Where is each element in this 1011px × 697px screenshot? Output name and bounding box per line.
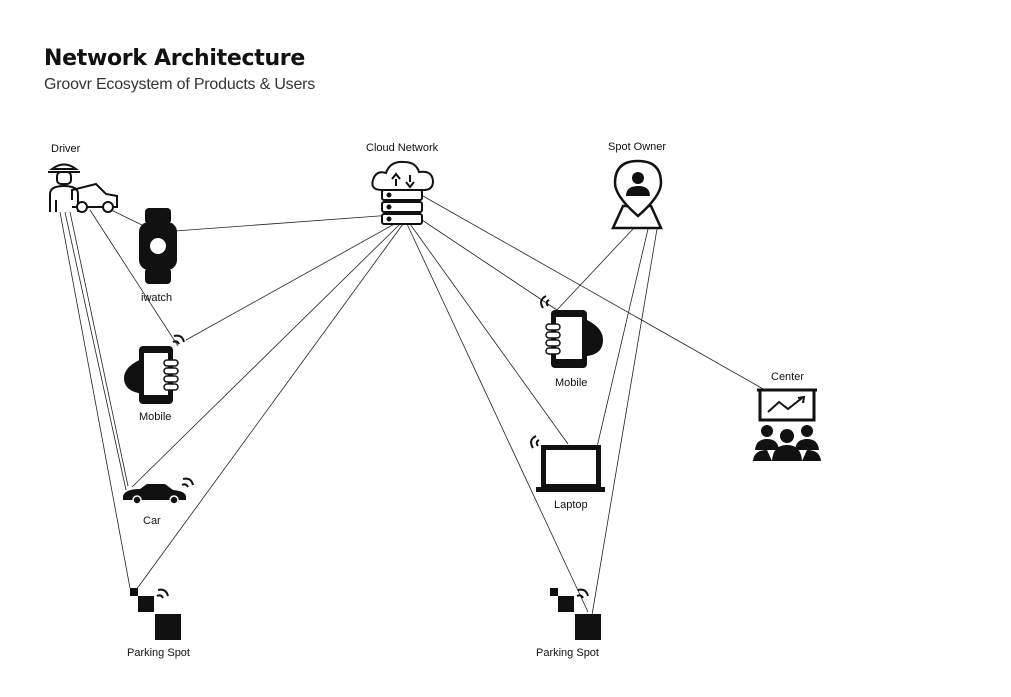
connection-cloud-center: [422, 195, 766, 391]
node-label-laptop: Laptop: [554, 499, 588, 511]
connection-spotowner-parking: [591, 228, 658, 616]
node-label-center: Center: [771, 371, 804, 383]
connection-spotowner-laptop: [596, 228, 649, 448]
node-label-parking-right: Parking Spot: [536, 647, 599, 659]
connection-cloud-parking-left: [135, 223, 404, 591]
node-label-mobile-left: Mobile: [139, 411, 171, 423]
connection-spotowner-mobile: [554, 228, 634, 313]
smartphone-in-hand-icon-right: [540, 295, 603, 368]
node-label-spot-owner: Spot Owner: [608, 141, 666, 153]
node-label-iwatch: iwatch: [141, 292, 172, 304]
connection-iwatch-cloud: [174, 214, 393, 232]
connection-driver-parking-2: [64, 211, 127, 491]
connection-lines: [59, 195, 766, 616]
connection-cloud-car: [131, 223, 401, 488]
node-label-parking-left: Parking Spot: [127, 647, 190, 659]
parking-sensor-icon-left: [130, 588, 181, 640]
connected-car-icon: [123, 477, 194, 505]
page-subtitle: Groovr Ecosystem of Products & Users: [44, 76, 316, 93]
connection-driver-parking: [59, 211, 131, 589]
page-title: Network Architecture: [44, 46, 305, 71]
driver-icon: [48, 163, 118, 213]
node-label-cloud: Cloud Network: [366, 142, 439, 154]
connection-cloud-mobile-right: [415, 215, 561, 313]
node-label-car: Car: [143, 515, 161, 527]
smartwatch-icon: [139, 208, 177, 284]
location-pin-person-icon: [611, 159, 663, 230]
node-label-mobile-right: Mobile: [555, 377, 587, 389]
connection-cloud-parking-right: [406, 223, 589, 613]
presentation-audience-icon: [753, 388, 821, 461]
cloud-server-icon: [371, 160, 435, 225]
connection-driver-mobile: [89, 209, 179, 347]
wireless-laptop-icon: [530, 435, 605, 492]
connection-driver-car: [69, 211, 129, 487]
connection-cloud-mobile-left: [185, 221, 399, 341]
smartphone-in-hand-icon-left: [124, 334, 185, 404]
node-label-driver: Driver: [51, 143, 81, 155]
parking-sensor-icon-right: [550, 588, 601, 640]
connection-cloud-laptop: [409, 223, 569, 445]
